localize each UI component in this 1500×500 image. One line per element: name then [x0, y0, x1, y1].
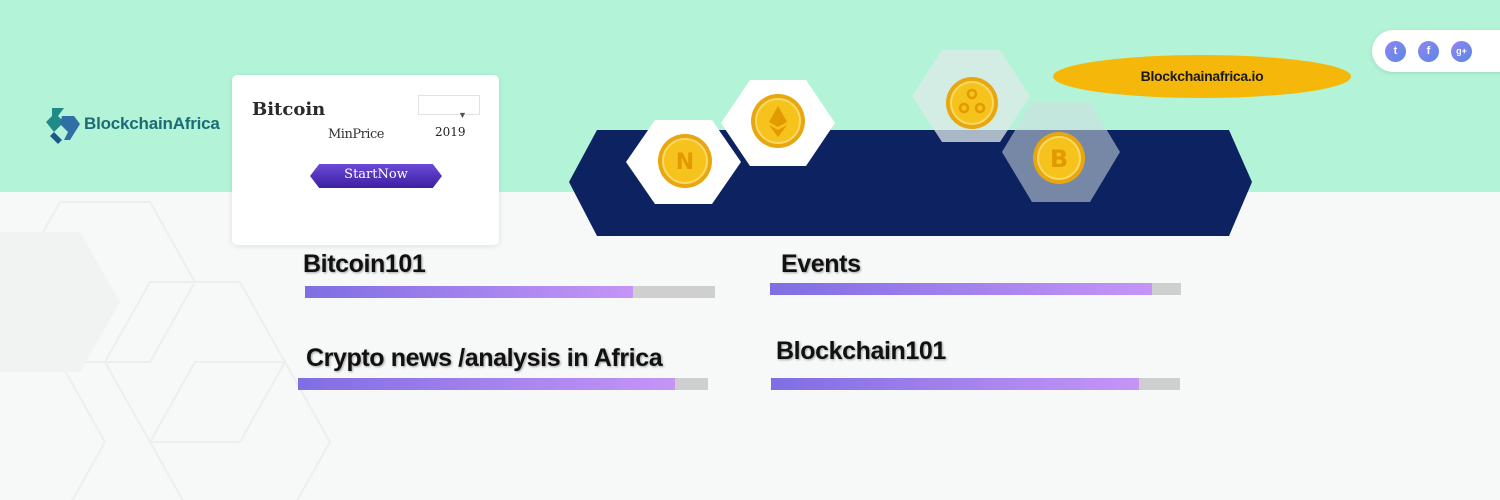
twitter-icon[interactable]: t — [1385, 41, 1406, 62]
progress-fill — [770, 283, 1153, 295]
progress-bar-blockchain101 — [771, 378, 1180, 390]
year-select[interactable] — [418, 95, 480, 115]
website-link[interactable]: Blockchainafrica.io — [1053, 55, 1351, 98]
social-links: t f g+ — [1372, 30, 1500, 72]
progress-fill — [305, 286, 633, 298]
category-blockchain101[interactable]: Blockchain101 — [776, 337, 946, 365]
selected-year: 2019 — [435, 125, 466, 139]
bitcoin-coin-icon: B — [1033, 132, 1085, 184]
bitcoin-price-widget: Bitcoin MinPrice ▼ 2019 StartNow — [232, 75, 499, 245]
progress-bar-events — [770, 283, 1181, 295]
n-coin-icon: N — [658, 134, 712, 188]
hexagon-background-pattern — [0, 201, 332, 500]
coin-cluster: N B — [626, 50, 1120, 204]
category-crypto-news[interactable]: Crypto news /analysis in Africa — [306, 344, 663, 372]
widget-title: Bitcoin — [252, 99, 326, 120]
progress-bar-bitcoin101 — [305, 286, 715, 298]
ethereum-coin-icon — [751, 94, 805, 148]
progress-fill — [771, 378, 1140, 390]
ripple-coin-icon — [946, 77, 998, 129]
chevron-down-icon[interactable]: ▼ — [458, 110, 467, 120]
svg-text:B: B — [1050, 145, 1068, 173]
google-plus-icon[interactable]: g+ — [1451, 41, 1472, 62]
progress-fill — [298, 378, 676, 390]
blockchain-africa-logo-icon — [46, 108, 80, 144]
svg-text:N: N — [676, 150, 694, 175]
start-now-button[interactable]: StartNow — [310, 164, 442, 188]
progress-bar-crypto-news — [298, 378, 708, 390]
category-bitcoin101[interactable]: Bitcoin101 — [303, 250, 426, 278]
facebook-icon[interactable]: f — [1418, 41, 1439, 62]
widget-subtitle: MinPrice — [328, 127, 384, 142]
category-events[interactable]: Events — [781, 250, 861, 278]
brand-name: BlockchainAfrica — [84, 114, 220, 133]
brand-logo[interactable]: BlockchainAfrica — [44, 104, 220, 144]
